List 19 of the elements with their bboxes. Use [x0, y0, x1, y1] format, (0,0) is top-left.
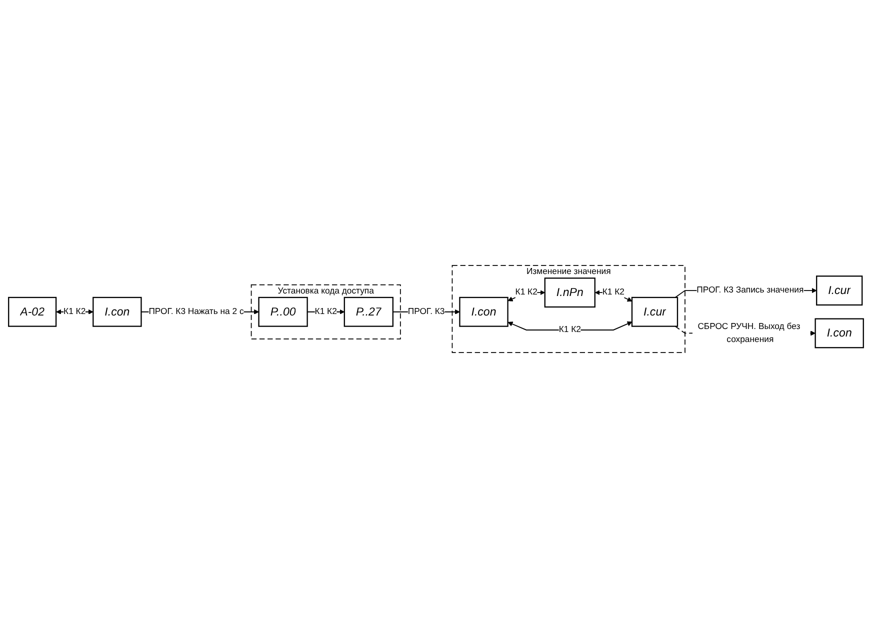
edge-label: ПРОГ. К3 — [408, 306, 445, 316]
node-box: I.cur — [631, 296, 678, 327]
node-box: I.con — [814, 318, 864, 348]
node-box: P..00 — [258, 296, 308, 327]
node-box: P..27 — [344, 296, 394, 327]
edge-label: К1 К2 — [515, 287, 538, 298]
node-box: I.con — [92, 296, 142, 327]
edge-label: К1 К2 — [314, 306, 337, 316]
edge-label: ПРОГ. К3 Нажать на 2 с — [148, 306, 244, 316]
edge-label: ПРОГ. К3 Запись значения — [696, 285, 804, 296]
node-box: A-02 — [8, 296, 57, 327]
node-box: I.nPn — [544, 278, 596, 308]
edge-label: К1 К2 — [64, 306, 86, 316]
edge-label: К1 К2 — [558, 324, 581, 334]
arrow — [508, 321, 632, 330]
node-box: I.con — [459, 296, 508, 327]
edge-label: К1 К2 — [602, 287, 624, 298]
node-box: I.cur — [816, 276, 863, 306]
edge-label: СБРОС РУЧН. Выход без сохранения — [698, 321, 800, 344]
